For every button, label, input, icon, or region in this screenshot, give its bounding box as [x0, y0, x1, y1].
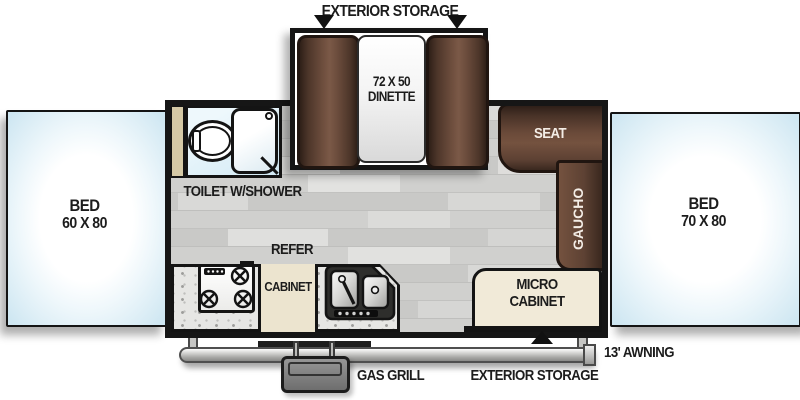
left-bed: [6, 110, 167, 327]
dinette-seat-right: [426, 35, 489, 169]
stove-icon: [198, 264, 255, 313]
gas-grill-lid-line: [288, 362, 342, 376]
storage-arrow-up-icon: [531, 331, 553, 344]
gas-grill-label: GAS GRILL: [357, 367, 425, 384]
shower-drain-icon: [265, 112, 273, 120]
dinette-table: [357, 35, 426, 163]
left-bed-label: BED 60 X 80: [62, 196, 107, 233]
refer-label: REFER: [270, 241, 314, 258]
right-bed: [610, 112, 800, 327]
sink-icon: [324, 264, 396, 321]
toilet-shower-label: TOILET W/SHOWER: [183, 183, 303, 200]
wardrobe-cabinet: [170, 105, 185, 178]
storage-arrow-left-icon: [314, 15, 334, 29]
cabinet-section: [258, 264, 318, 332]
micro-cabinet-sill: [464, 326, 608, 333]
awning-rod: [179, 347, 592, 363]
toilet-tank: [192, 130, 201, 152]
storage-arrow-right-icon: [447, 15, 467, 29]
awning-label: 13' AWNING: [604, 344, 675, 361]
dinette-label: 72 X 50 DINETTE: [367, 74, 416, 105]
cabinet-label: CABINET: [264, 279, 312, 294]
micro-cabinet: [472, 268, 602, 332]
micro-cabinet-label: MICRO CABINET: [509, 276, 566, 310]
dinette-seat-left: [297, 35, 360, 169]
right-bed-label: BED 70 X 80: [681, 194, 726, 231]
grill-rail: [258, 341, 371, 348]
awning-rod-bracket: [583, 344, 596, 366]
seat-label: SEAT: [533, 125, 567, 142]
exterior-storage-bottom-label: EXTERIOR STORAGE: [470, 367, 599, 384]
exterior-storage-top-label: EXTERIOR STORAGE: [321, 3, 459, 20]
